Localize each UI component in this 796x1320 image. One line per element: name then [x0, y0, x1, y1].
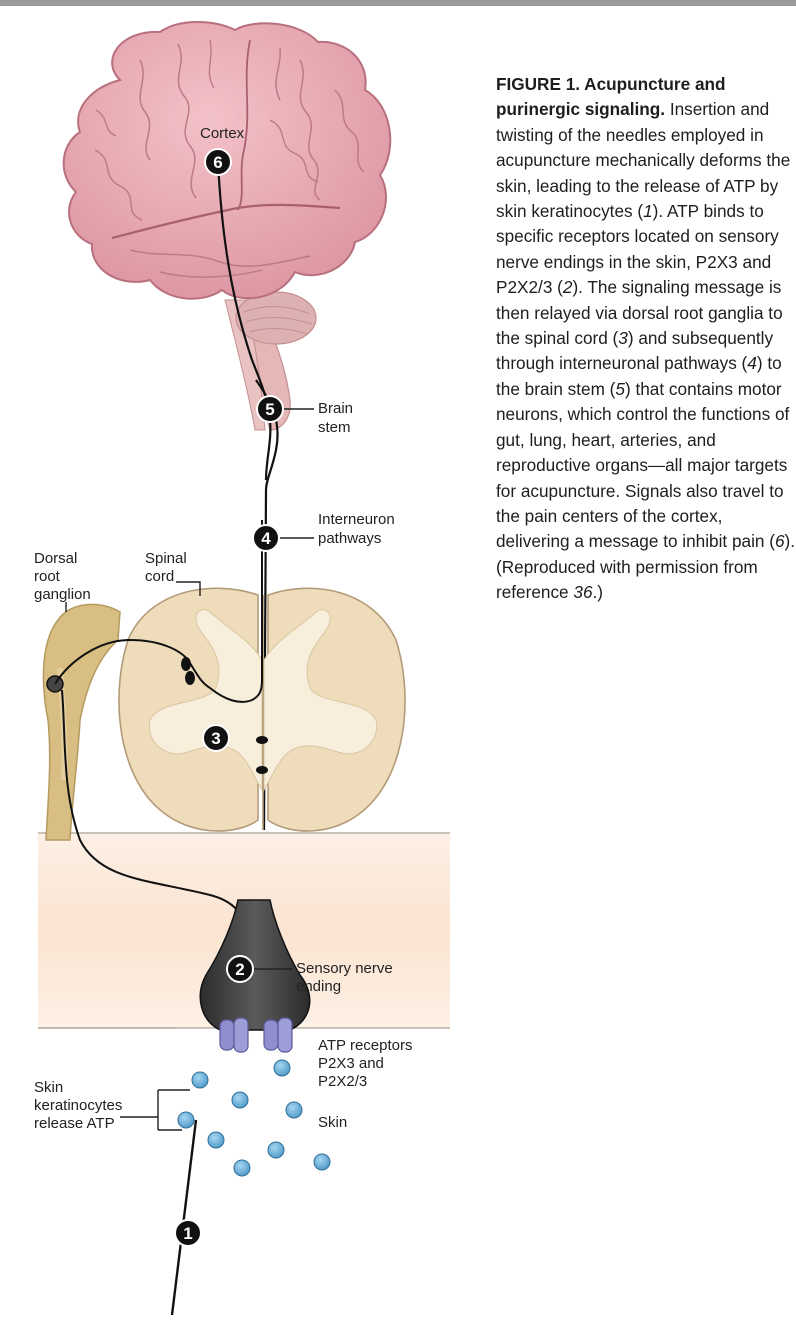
label-keratinocytes-3: release ATP	[34, 1115, 115, 1132]
caption-ref-3: 3	[618, 328, 628, 348]
label-interneuron: Interneuron	[318, 511, 395, 528]
label-keratinocytes-2: keratinocytes	[34, 1097, 122, 1114]
svg-text:5: 5	[265, 400, 274, 419]
caption-ref-5: 5	[615, 379, 625, 399]
figure-caption: FIGURE 1. Acupuncture and purinergic sig…	[496, 72, 796, 606]
svg-text:1: 1	[183, 1224, 192, 1243]
label-keratinocytes: Skin	[34, 1079, 63, 1096]
label-spinal: Spinal	[145, 550, 187, 567]
label-cortex: Cortex	[200, 125, 245, 142]
label-dorsal: Dorsal	[34, 550, 77, 567]
marker-4: 4	[253, 525, 279, 551]
label-atp-receptors: ATP receptors	[318, 1037, 412, 1054]
caption-ref-4: 4	[747, 353, 757, 373]
label-brain-stem-2: stem	[318, 419, 351, 436]
caption-ref-6: 6	[775, 531, 785, 551]
svg-text:4: 4	[261, 529, 271, 548]
atp-molecules	[178, 1060, 330, 1176]
marker-2: 2	[227, 956, 253, 982]
marker-6: 6	[205, 149, 231, 175]
label-skin: Skin	[318, 1114, 347, 1131]
label-dorsal-3: ganglion	[34, 586, 91, 603]
label-sensory: Sensory nerve	[296, 960, 393, 977]
label-brain-stem: Brain	[318, 400, 353, 417]
label-atp-receptors-2: P2X3 and	[318, 1055, 384, 1072]
svg-text:6: 6	[213, 153, 222, 172]
label-sensory-2: ending	[296, 978, 341, 995]
svg-text:2: 2	[235, 960, 244, 979]
acupuncture-diagram: 6 5 4 3 2 1 Cortex Brain stem Interneuro…	[0, 0, 490, 1320]
label-spinal-2: cord	[145, 568, 174, 585]
caption-text-8: .)	[593, 582, 604, 602]
marker-3: 3	[203, 725, 229, 751]
dorsal-root-ganglion	[43, 604, 120, 840]
acupuncture-needle	[172, 1120, 196, 1315]
caption-reference-36: 36	[573, 582, 592, 602]
caption-text-6: ) that contains motor neurons, which con…	[496, 379, 789, 551]
marker-5: 5	[257, 396, 283, 422]
label-atp-receptors-3: P2X2/3	[318, 1073, 367, 1090]
caption-ref-1: 1	[643, 201, 653, 221]
label-dorsal-2: root	[34, 568, 61, 585]
svg-text:3: 3	[211, 729, 220, 748]
label-interneuron-2: pathways	[318, 530, 381, 547]
marker-1: 1	[175, 1220, 201, 1246]
